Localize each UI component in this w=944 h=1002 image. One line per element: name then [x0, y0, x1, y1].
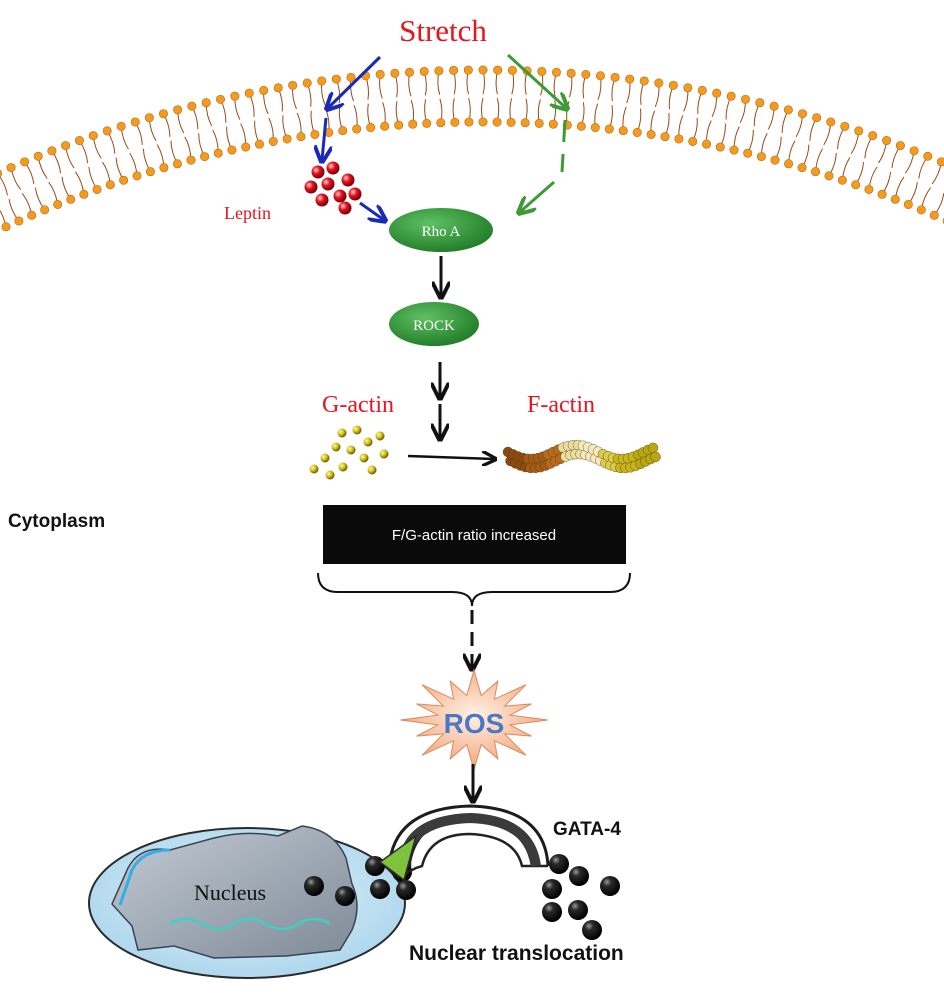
- dna-strand: [169, 917, 331, 931]
- leptin-molecules: [304, 161, 362, 215]
- rho-a-label: Rho A: [422, 224, 461, 240]
- ratio-box-label: F/G-actin ratio increased: [392, 527, 556, 544]
- cell-membrane: [0, 65, 944, 232]
- stretch-to-leptin-arrow: [328, 55, 382, 108]
- rock-ellipse: [389, 302, 479, 346]
- leptin-label: Leptin: [224, 203, 271, 223]
- gata4-inside-nucleus: [304, 876, 355, 906]
- membrane-crossing-green-line: [560, 119, 567, 173]
- translocation-arrow-head: [378, 834, 418, 882]
- translocation-arrow: [388, 804, 550, 867]
- nucleus-envelope-highlight: [118, 848, 171, 906]
- stretch-label: Stretch: [399, 13, 487, 48]
- f-actin-label: F-actin: [527, 392, 595, 418]
- rock-label: ROCK: [413, 318, 455, 334]
- gata4-cytoplasmic: [542, 854, 620, 940]
- f-actin-filament: [502, 439, 661, 474]
- g-to-f-actin-arrow: [407, 456, 494, 459]
- membrane-crossing-blue-arrow: [322, 117, 326, 160]
- nuclear-translocation-label: Nuclear translocation: [409, 942, 624, 965]
- stretch-to-membrane-green-arrow: [506, 53, 566, 108]
- g-actin-label: G-actin: [322, 392, 394, 418]
- rho-a-ellipse: [389, 208, 493, 252]
- ros-label: ROS: [444, 708, 505, 739]
- leptin-to-rhoa-arrow: [359, 201, 384, 220]
- cytoplasm-label: Cytoplasm: [8, 511, 105, 532]
- ratio-box: [323, 505, 626, 564]
- gata4-label: GATA-4: [553, 819, 621, 840]
- g-actin-monomers: [309, 425, 389, 480]
- nucleus-label: Nucleus: [194, 880, 266, 905]
- ratio-bracket: [317, 572, 631, 607]
- membrane-to-rhoa-green-arrow: [520, 180, 555, 212]
